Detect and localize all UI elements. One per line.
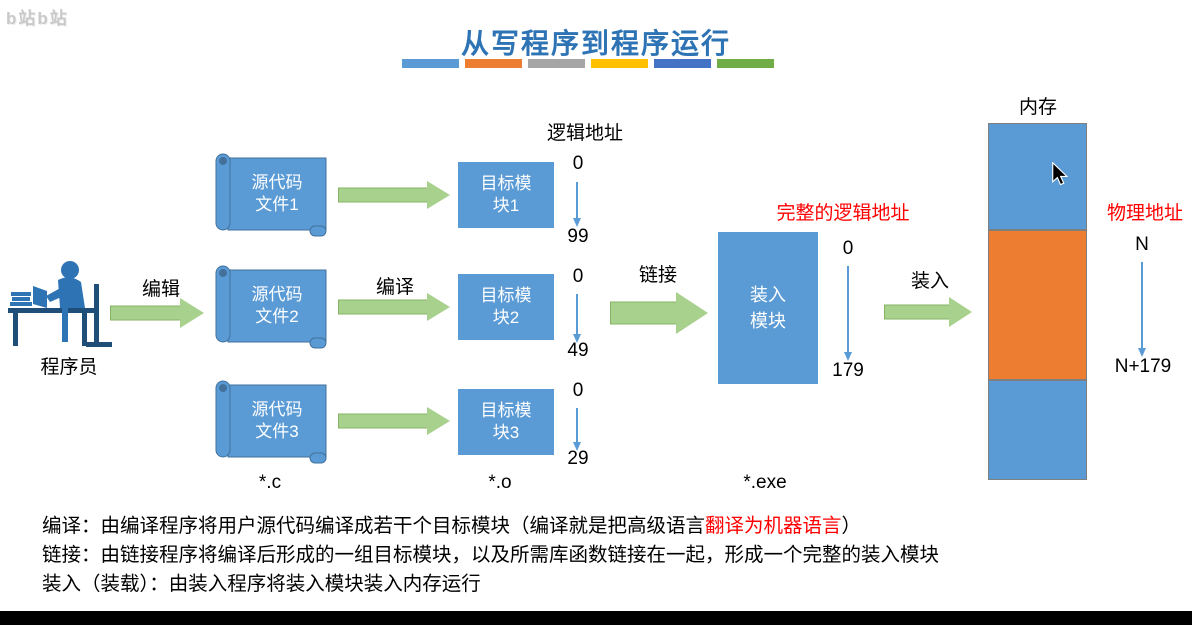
- load-module-box: 装入 模块: [718, 232, 818, 384]
- module1-addr-end: 99: [567, 226, 589, 247]
- load-arrow: [884, 297, 972, 327]
- title-underline-segment: [591, 59, 648, 68]
- physical-address-label: 物理地址: [1106, 203, 1183, 224]
- mouse-cursor-icon: [1052, 161, 1069, 191]
- memory-section: [988, 380, 1087, 480]
- ext-exe-label: *.exe: [743, 472, 787, 493]
- title-underline-segment: [717, 59, 774, 68]
- title-underline-segment: [654, 59, 711, 68]
- load-module-line2: 模块: [750, 311, 786, 331]
- module2-addr-end: 49: [567, 340, 589, 361]
- source-file-line1: 源代码: [251, 400, 303, 419]
- page-title: 从写程序到程序运行: [460, 28, 731, 59]
- physical-addr-start: N: [1135, 234, 1149, 255]
- module1-addr-arrow: [573, 182, 581, 227]
- load-module-addr-end: 179: [832, 360, 864, 381]
- compile-arrow-3: [338, 407, 450, 435]
- edit-label: 编辑: [141, 279, 180, 300]
- programmer-label: 程序员: [40, 357, 98, 378]
- ext-c-label: *.c: [258, 472, 282, 493]
- note-text: 链接：由链接程序将编译后形成的一组目标模块，以及所需库函数链接在一起，形成一个完…: [42, 544, 940, 566]
- module-line1: 目标模: [480, 401, 532, 420]
- source-file-1: 源代码 文件1: [212, 152, 330, 238]
- target-module-2: 目标模 块2: [458, 274, 554, 340]
- edit-arrow: [110, 298, 204, 328]
- note-text: 编译：由编译程序将用户源代码编译成若干个目标模块（编译就是把高级语言: [42, 515, 706, 537]
- title-underline-segment: [528, 59, 585, 68]
- source-file-line2: 文件2: [255, 307, 299, 326]
- source-file-line1: 源代码: [251, 173, 303, 192]
- title-underline-segment: [402, 59, 459, 68]
- module2-addr-arrow: [573, 294, 581, 343]
- module-line1: 目标模: [480, 286, 532, 305]
- note-highlight: 翻译为机器语言: [705, 515, 842, 537]
- note-line-compile: 编译：由编译程序将用户源代码编译成若干个目标模块（编译就是把高级语言翻译为机器语…: [42, 512, 1167, 541]
- load-module-line1: 装入: [750, 285, 786, 305]
- programmer-icon: [6, 246, 118, 354]
- note-line-load: 装入（装载）：由装入程序将装入模块装入内存运行: [42, 570, 1167, 599]
- module-line1: 目标模: [480, 174, 532, 193]
- notes: 编译：由编译程序将用户源代码编译成若干个目标模块（编译就是把高级语言翻译为机器语…: [42, 512, 1167, 599]
- compile-label: 编译: [375, 277, 414, 298]
- logical-address-label: 逻辑地址: [546, 123, 623, 144]
- source-file-3: 源代码 文件3: [212, 379, 330, 465]
- memory-label: 内存: [1018, 97, 1057, 118]
- title-underline: [402, 59, 774, 68]
- note-line-link: 链接：由链接程序将编译后形成的一组目标模块，以及所需库函数链接在一起，形成一个完…: [42, 541, 1167, 570]
- source-file-2: 源代码 文件2: [212, 264, 330, 350]
- load-label: 装入: [910, 271, 949, 292]
- compile-arrow-1: [338, 181, 450, 209]
- bottom-black-bar: [0, 611, 1192, 625]
- module2-addr-start: 0: [572, 266, 584, 287]
- compile-arrow-2: [338, 293, 450, 321]
- complete-logical-address-label: 完整的逻辑地址: [776, 203, 910, 224]
- note-text: ）: [841, 515, 862, 537]
- load-module-addr-start: 0: [842, 238, 854, 259]
- memory-box: [988, 123, 1087, 480]
- title-underline-segment: [465, 59, 522, 68]
- module3-addr-arrow: [573, 408, 581, 451]
- target-module-1: 目标模 块1: [458, 162, 554, 228]
- module-line2: 块3: [492, 423, 520, 442]
- load-module-addr-arrow: [844, 266, 852, 361]
- memory-section: [988, 230, 1087, 380]
- source-file-line1: 源代码: [251, 285, 303, 304]
- link-arrow: [610, 291, 708, 335]
- physical-addr-arrow: [1138, 262, 1146, 357]
- target-module-3: 目标模 块3: [458, 389, 554, 455]
- ext-o-label: *.o: [488, 472, 512, 493]
- memory-section: [988, 123, 1087, 230]
- source-file-line2: 文件3: [255, 422, 299, 441]
- module3-addr-start: 0: [572, 380, 584, 401]
- module1-addr-start: 0: [572, 153, 584, 174]
- note-text: 装入（装载）：由装入程序将装入模块装入内存运行: [42, 573, 481, 595]
- link-label: 链接: [638, 265, 677, 286]
- watermark: b站b站: [6, 9, 69, 28]
- physical-addr-end: N+179: [1114, 356, 1172, 377]
- module-line2: 块2: [492, 308, 520, 327]
- source-file-line2: 文件1: [255, 195, 299, 214]
- module-line2: 块1: [492, 196, 520, 215]
- module3-addr-end: 29: [567, 448, 589, 469]
